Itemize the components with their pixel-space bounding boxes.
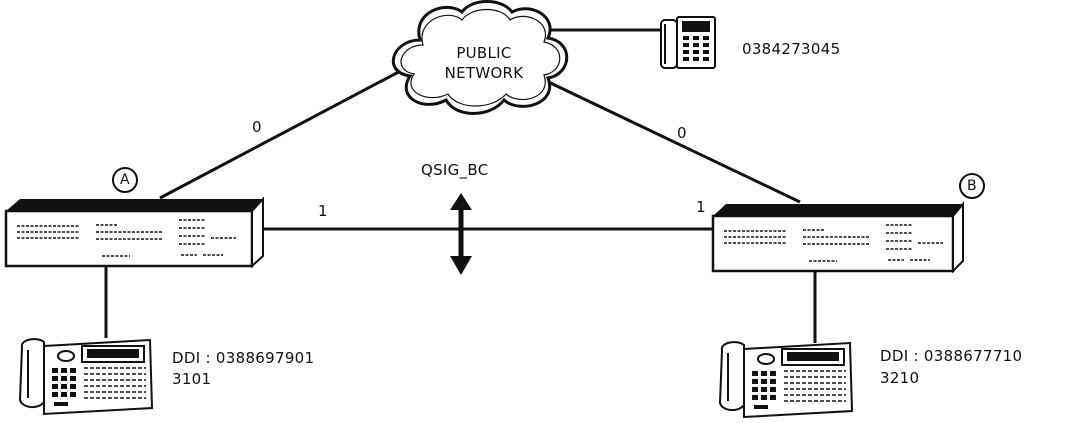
node-b-circle [959, 173, 985, 199]
node-b-ddi: DDI : 0388677710 [880, 347, 1023, 365]
trunk-label-left-private: 1 [318, 202, 328, 220]
external-phone-icon [660, 16, 716, 69]
qsig-double-arrow-icon [450, 193, 472, 275]
phone-a-icon [18, 338, 154, 416]
pbx-b-switch-icon [711, 201, 964, 274]
phone-b-icon [718, 341, 854, 419]
link-a-to-network [159, 65, 409, 200]
cloud-label-line2: NETWORK [444, 64, 524, 82]
pbx-a-switch-icon [4, 196, 264, 269]
trunk-label-right-private: 1 [696, 198, 706, 216]
node-a-circle [112, 167, 138, 193]
trunk-label-right-public: 0 [677, 124, 687, 142]
trunk-label-left-public: 0 [252, 118, 262, 136]
node-b-label: B [967, 178, 977, 194]
node-a-ddi: DDI : 0388697901 [172, 349, 315, 367]
link-b-to-network [539, 76, 801, 204]
node-a-label: A [120, 172, 130, 188]
cloud-label-line1: PUBLIC [456, 44, 512, 62]
node-b-extension: 3210 [880, 369, 920, 387]
protocol-label: QSIG_BC [421, 161, 489, 179]
public-network-cloud [391, 0, 569, 115]
node-a-extension: 3101 [172, 370, 212, 388]
connections [104, 28, 817, 343]
external-phone-number: 0384273045 [742, 40, 841, 58]
